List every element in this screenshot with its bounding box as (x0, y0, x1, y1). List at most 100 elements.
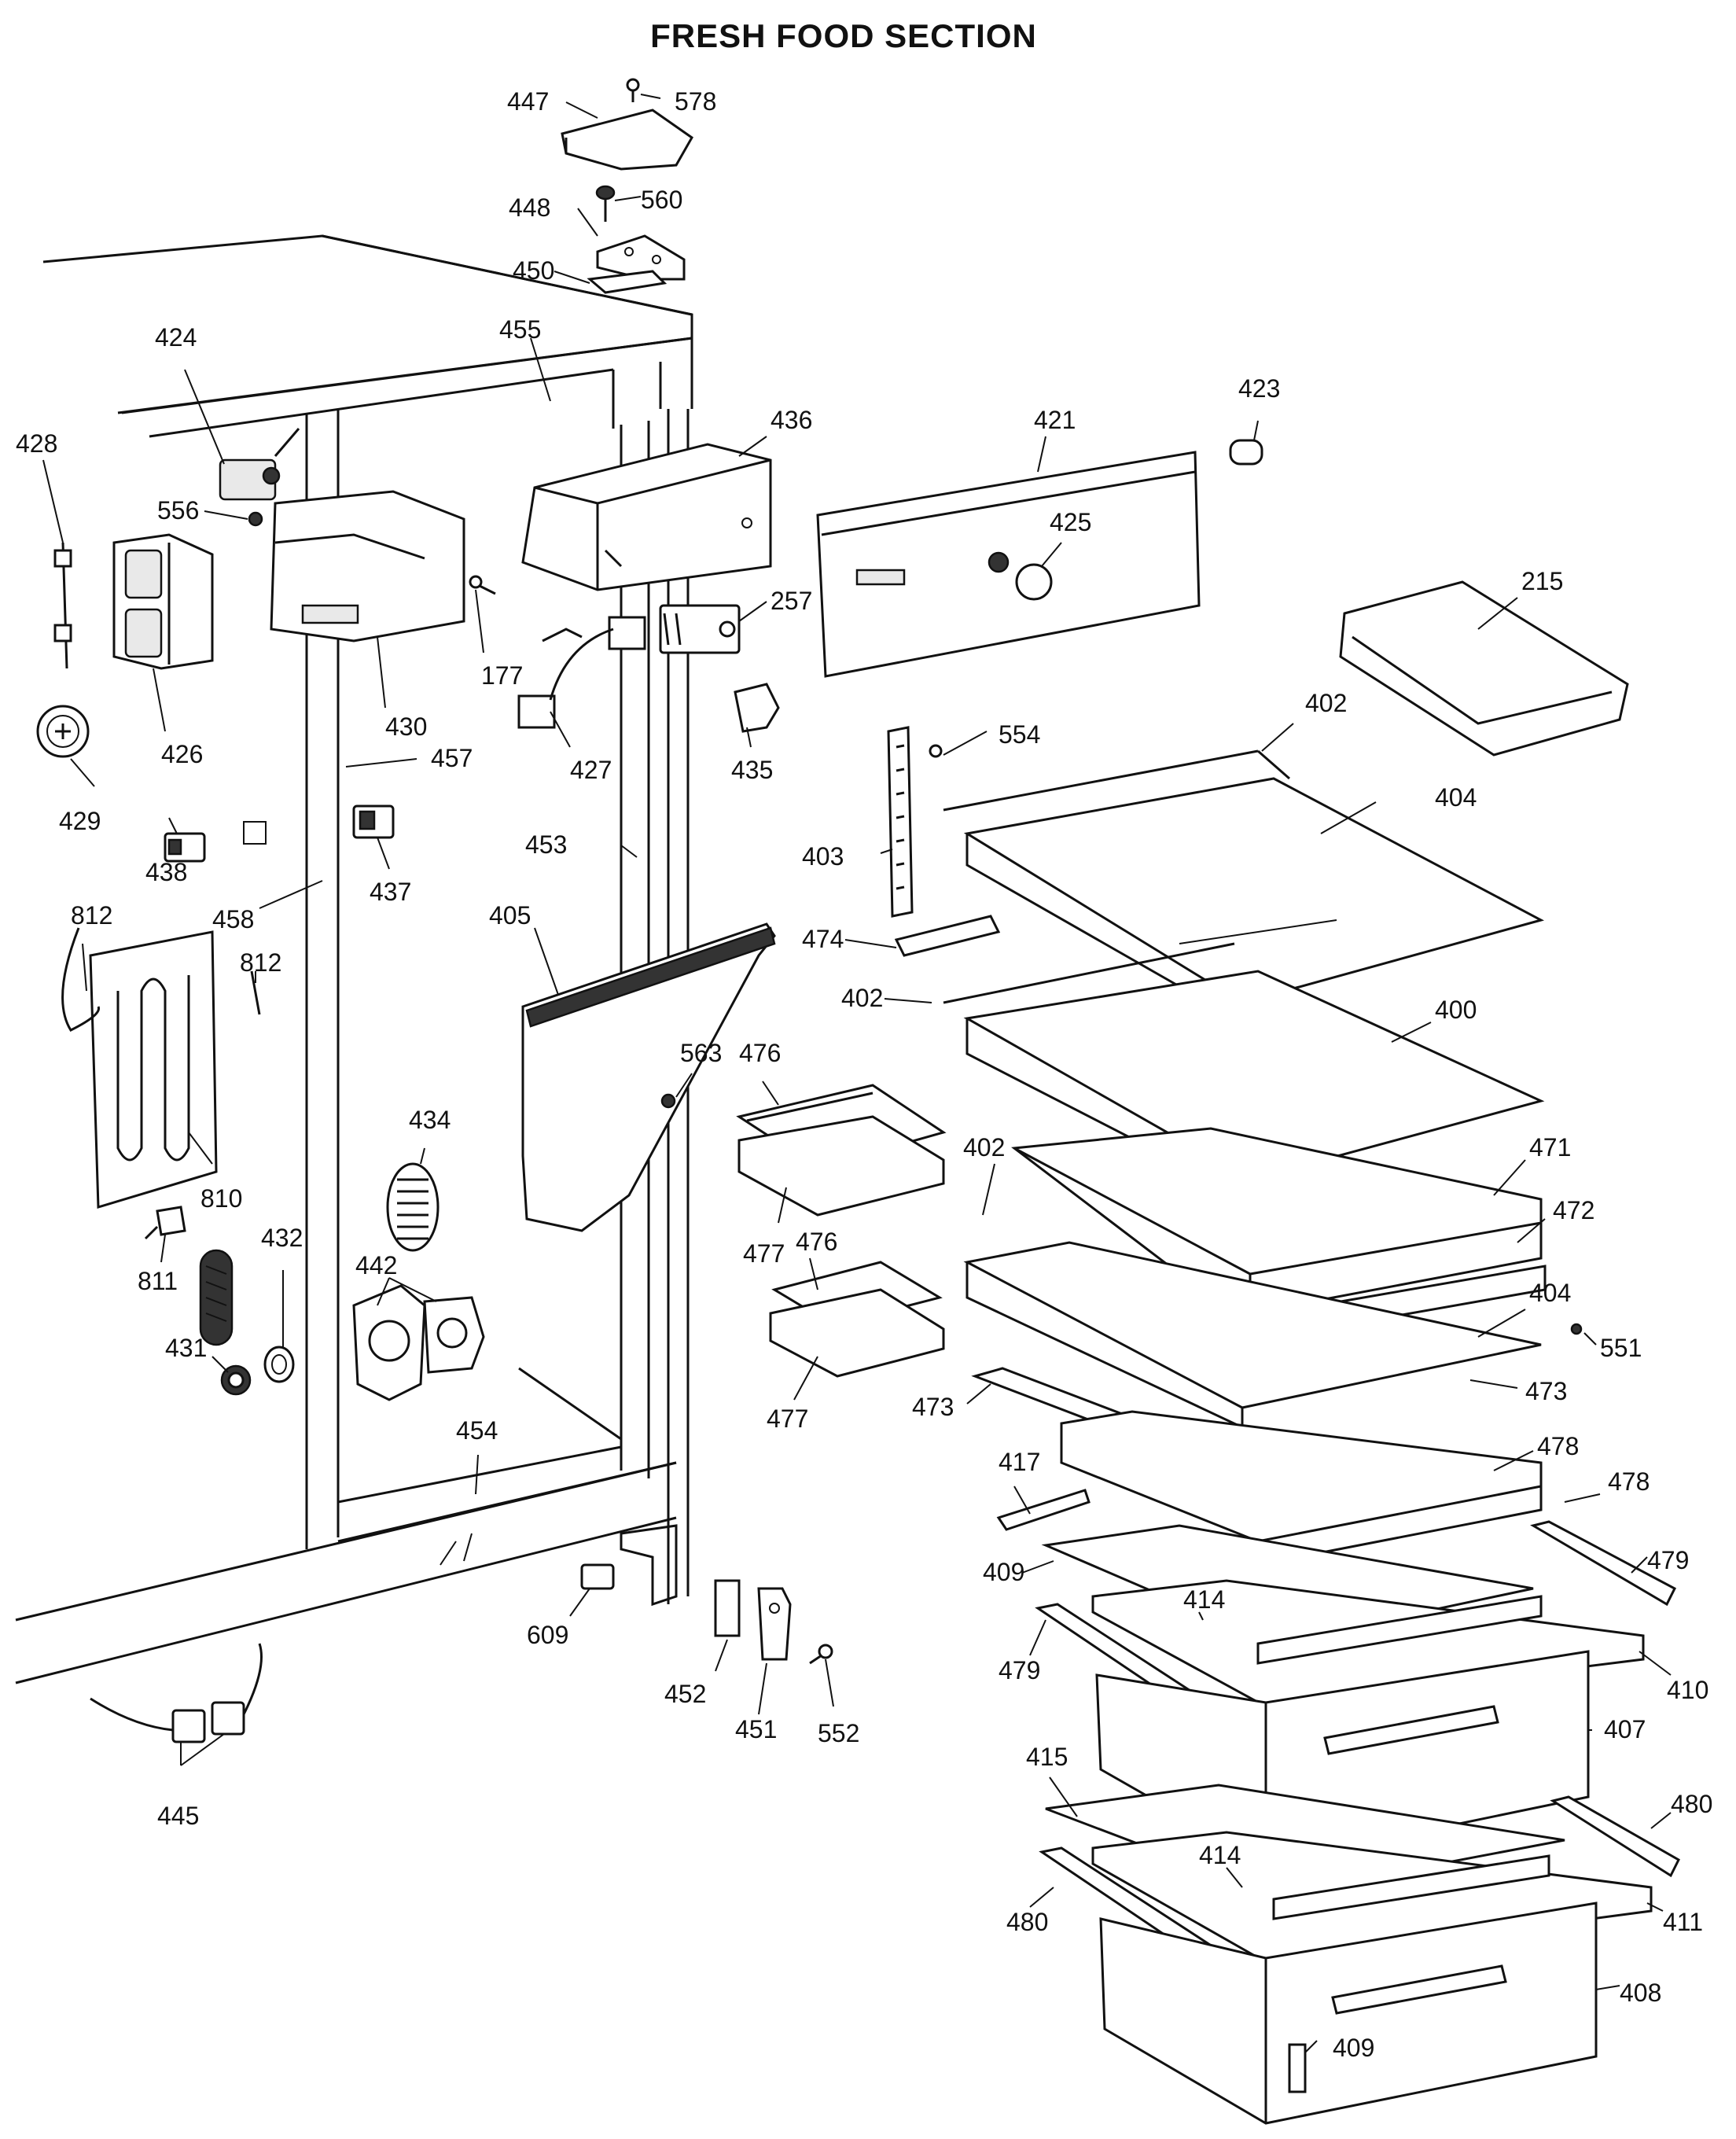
part-label-556: 556 (157, 496, 199, 525)
screw-556 (248, 511, 263, 527)
shim-452 (714, 1579, 741, 1637)
drawer-frame-411 (1091, 1831, 1653, 1964)
shelf-glass-404-lower (963, 1241, 1542, 1430)
clip-437 (352, 804, 395, 839)
part-label-447: 447 (507, 87, 549, 116)
utility-bin-215 (1339, 580, 1629, 757)
part-label-432: 432 (261, 1224, 303, 1252)
part-label-415: 415 (1026, 1743, 1068, 1771)
part-number-labels: 447 578 448 560 450 455 424 428 556 426 … (16, 87, 1712, 2062)
wire-812 (61, 927, 261, 1032)
slide-479-right (1530, 1520, 1676, 1607)
part-label-448: 448 (509, 193, 550, 222)
screw-552 (809, 1644, 833, 1665)
top-hinge-cover-447 (561, 109, 693, 171)
deli-pan-477-bottom (769, 1288, 945, 1378)
part-label-405: 405 (489, 901, 531, 930)
part-label-560: 560 (641, 186, 682, 214)
grille-434 (386, 1162, 440, 1252)
part-label-430: 430 (385, 712, 427, 741)
part-label-812-left: 812 (71, 901, 112, 930)
part-label-435: 435 (731, 756, 773, 784)
switch-438 (164, 832, 206, 863)
drawer-rail-417 (996, 1489, 1091, 1531)
part-label-403: 403 (802, 842, 844, 871)
part-label-411: 411 (1663, 1908, 1703, 1936)
screw-563 (660, 1093, 676, 1109)
hinge-451 (757, 1587, 792, 1661)
damper-control-442 (352, 1284, 485, 1401)
control-housing-436 (521, 443, 772, 591)
part-label-423: 423 (1238, 374, 1280, 403)
part-label-431: 431 (165, 1334, 207, 1362)
part-label-551: 551 (1600, 1334, 1642, 1362)
part-label-414-top: 414 (1183, 1585, 1225, 1614)
screw-551 (1570, 1323, 1583, 1335)
part-label-476-bottom: 476 (796, 1228, 837, 1256)
top-hinge-448 (596, 234, 686, 281)
part-label-407: 407 (1604, 1715, 1646, 1743)
part-label-425: 425 (1050, 508, 1091, 536)
part-label-436: 436 (771, 406, 812, 434)
part-label-424: 424 (155, 323, 197, 352)
relay-257 (659, 604, 741, 654)
wire-harness-427 (517, 616, 646, 729)
part-label-452: 452 (664, 1680, 706, 1708)
wire-connector-445 (90, 1643, 263, 1743)
part-label-476-top: 476 (739, 1039, 781, 1067)
part-label-578: 578 (675, 87, 716, 116)
part-label-409-bottom: 409 (1333, 2034, 1374, 2062)
part-label-442: 442 (355, 1251, 397, 1279)
sleeve-432 (263, 1346, 295, 1383)
thermostat-housing-430 (270, 490, 465, 642)
timer-dial-429 (36, 705, 90, 758)
screw-578 (626, 78, 640, 102)
drawer-408 (1099, 1902, 1598, 2125)
part-label-479-left: 479 (999, 1656, 1040, 1684)
part-label-552: 552 (818, 1719, 859, 1747)
diagram-title: FRESH FOOD SECTION (650, 17, 1037, 54)
control-panel-421 (816, 451, 1201, 678)
heater-plate-810 (89, 930, 218, 1209)
part-label-477-bottom: 477 (767, 1405, 808, 1433)
part-label-457: 457 (431, 744, 473, 772)
shelf-track-474 (894, 915, 1001, 957)
slide-480-right (1550, 1795, 1680, 1878)
part-label-458: 458 (212, 905, 254, 933)
control-knob-425 (1015, 563, 1053, 601)
light-bulb-spring (199, 1249, 234, 1346)
screw-560 (595, 185, 616, 222)
part-label-609: 609 (527, 1621, 568, 1649)
part-label-554: 554 (999, 720, 1040, 749)
part-label-812-right: 812 (240, 948, 281, 977)
part-label-450: 450 (513, 256, 554, 285)
part-label-479-right: 479 (1647, 1546, 1689, 1574)
part-label-400: 400 (1435, 996, 1477, 1024)
part-label-472: 472 (1553, 1196, 1594, 1224)
part-label-478-bottom: 478 (1608, 1467, 1650, 1496)
part-label-480-left: 480 (1006, 1908, 1048, 1936)
clip-609 (580, 1563, 615, 1590)
part-label-480-right: 480 (1671, 1790, 1712, 1818)
light-bulb-423 (1229, 439, 1263, 466)
part-label-454: 454 (456, 1416, 498, 1445)
heater-wire-428 (53, 542, 72, 669)
part-label-177: 177 (481, 661, 523, 690)
part-label-402-top: 402 (1305, 689, 1347, 717)
part-label-402-mid: 402 (841, 984, 883, 1012)
part-label-451: 451 (735, 1715, 777, 1743)
cover-405 (521, 922, 776, 1232)
part-label-215: 215 (1521, 567, 1563, 595)
part-label-474: 474 (802, 925, 844, 953)
part-label-471: 471 (1529, 1133, 1571, 1162)
part-label-410: 410 (1667, 1676, 1708, 1704)
part-label-453: 453 (525, 830, 567, 859)
deli-pan-477-top (737, 1115, 945, 1217)
part-label-445: 445 (157, 1802, 199, 1830)
hinge-shim-450 (587, 270, 668, 294)
part-label-404-top: 404 (1435, 783, 1477, 812)
part-label-426: 426 (161, 740, 203, 768)
drawer-471 (1011, 1127, 1543, 1315)
part-label-429: 429 (59, 807, 101, 835)
